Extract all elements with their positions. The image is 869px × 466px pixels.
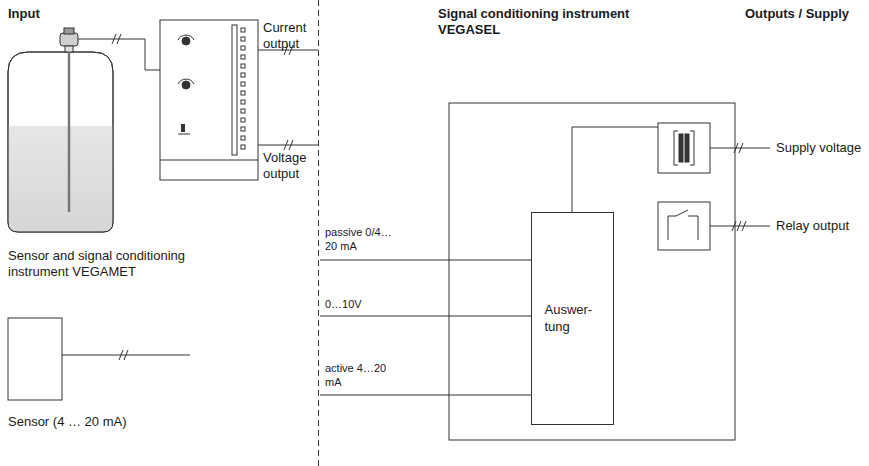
label: Supply voltage — [776, 140, 861, 156]
evaluation-box: Auswer- tung — [531, 212, 614, 425]
heading: Signal conditioning instrument VEGASEL — [438, 6, 653, 39]
sensor-box — [8, 318, 190, 400]
input-lines — [320, 260, 531, 395]
vegamet-outputs — [258, 45, 318, 150]
label: active 4…20 mA — [325, 362, 397, 390]
vegamet-instrument — [160, 20, 258, 180]
label: passive 0/4…20 mA — [325, 226, 401, 254]
transformer-symbol — [658, 123, 770, 173]
divider — [318, 0, 319, 466]
label: Voltage output — [263, 150, 325, 183]
label: Current output — [263, 20, 325, 53]
level-sensor — [60, 28, 78, 212]
supply-wire — [572, 127, 658, 212]
label: Relay output — [776, 218, 849, 234]
sensor-cable — [78, 34, 160, 70]
relay-symbol — [658, 202, 770, 250]
heading: Input — [8, 6, 40, 22]
label: Sensor and signal conditioning instrumen… — [8, 248, 243, 281]
tank — [8, 52, 113, 232]
node-text: Auswer- tung — [545, 302, 601, 335]
heading: Outputs / Supply — [745, 6, 849, 22]
label: 0…10V — [325, 298, 362, 312]
label: Sensor (4 … 20 mA) — [8, 414, 127, 430]
vegasel-housing — [449, 103, 735, 440]
